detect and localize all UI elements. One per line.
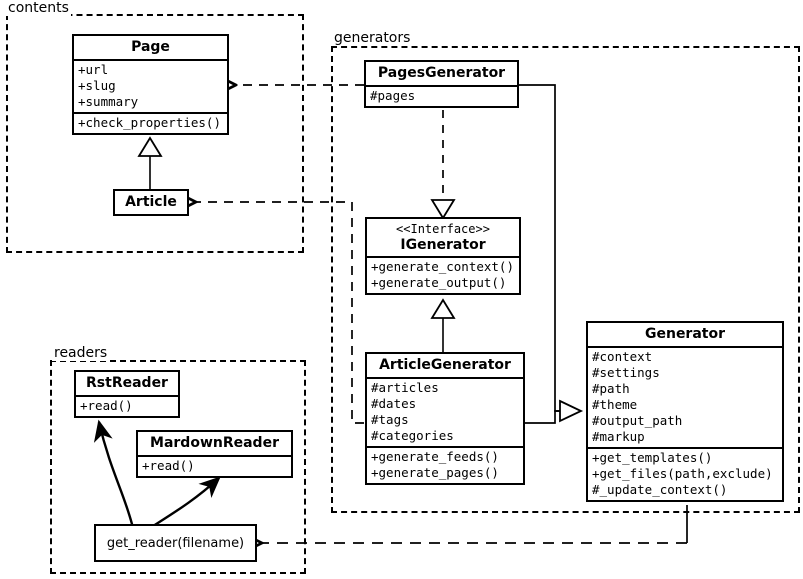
method-row: +read() bbox=[142, 458, 195, 473]
class-generator-methods: +get_templates() +get_files(path,exclude… bbox=[588, 447, 782, 500]
method-row: +generate_context() bbox=[371, 259, 514, 274]
class-mardown-reader[interactable]: MardownReader +read() bbox=[136, 430, 293, 478]
attribute-row: #tags bbox=[371, 412, 409, 427]
class-mardown-reader-name: MardownReader bbox=[150, 435, 279, 451]
class-article-generator[interactable]: ArticleGenerator #articles #dates #tags … bbox=[365, 352, 525, 485]
attribute-row: #theme bbox=[592, 397, 638, 412]
attribute-row: #pages bbox=[370, 88, 416, 103]
method-row: +generate_feeds() bbox=[371, 449, 499, 464]
function-get-reader-label: get_reader(filename) bbox=[106, 535, 245, 551]
class-pages-generator[interactable]: PagesGenerator #pages bbox=[364, 60, 519, 108]
class-pages-generator-name: PagesGenerator bbox=[377, 65, 506, 81]
class-article[interactable]: Article bbox=[113, 189, 189, 216]
class-page-attributes: +url +slug +summary bbox=[74, 59, 227, 112]
function-get-reader[interactable]: get_reader(filename) bbox=[94, 524, 257, 562]
attribute-row: #dates bbox=[371, 396, 417, 411]
class-pages-generator-attributes: #pages bbox=[366, 85, 517, 106]
method-row: +get_templates() bbox=[592, 450, 713, 465]
class-igenerator[interactable]: <<Interface>> IGenerator +generate_conte… bbox=[365, 217, 521, 295]
attribute-row: #articles bbox=[371, 380, 439, 395]
class-mardown-reader-methods: +read() bbox=[138, 455, 291, 476]
package-contents-label: contents bbox=[6, 0, 71, 16]
method-row: #_update_context() bbox=[592, 482, 728, 497]
class-page[interactable]: Page +url +slug +summary +check_properti… bbox=[72, 34, 229, 135]
class-igenerator-header: <<Interface>> IGenerator bbox=[367, 219, 519, 256]
package-generators-label: generators bbox=[332, 30, 413, 46]
package-contents bbox=[6, 14, 304, 253]
class-igenerator-name: IGenerator bbox=[400, 237, 486, 253]
attribute-row: +slug bbox=[78, 78, 116, 93]
attribute-row: #path bbox=[592, 381, 630, 396]
method-row: +get_files(path,exclude) bbox=[592, 466, 773, 481]
attribute-row: #categories bbox=[371, 428, 454, 443]
attribute-row: #context bbox=[592, 349, 653, 364]
attribute-row: #output_path bbox=[592, 413, 683, 428]
class-igenerator-stereotype: <<Interface>> bbox=[396, 222, 490, 236]
class-rst-reader-name: RstReader bbox=[86, 375, 168, 391]
attribute-row: +summary bbox=[78, 94, 139, 109]
attribute-row: #settings bbox=[592, 365, 660, 380]
class-article-generator-attributes: #articles #dates #tags #categories bbox=[367, 377, 523, 446]
method-row: +generate_output() bbox=[371, 275, 507, 290]
method-row: +generate_pages() bbox=[371, 465, 499, 480]
class-generator[interactable]: Generator #context #settings #path #them… bbox=[586, 321, 784, 502]
class-generator-name: Generator bbox=[644, 326, 725, 342]
class-article-name: Article bbox=[125, 194, 177, 210]
method-row: +read() bbox=[80, 398, 133, 413]
class-article-generator-name: ArticleGenerator bbox=[379, 357, 511, 373]
class-article-generator-methods: +generate_feeds() +generate_pages() bbox=[367, 446, 523, 483]
attribute-row: +url bbox=[78, 62, 109, 77]
class-rst-reader[interactable]: RstReader +read() bbox=[74, 370, 180, 418]
attribute-row: #markup bbox=[592, 429, 645, 444]
class-igenerator-methods: +generate_context() +generate_output() bbox=[367, 256, 519, 293]
class-page-name: Page bbox=[131, 39, 170, 55]
package-readers-label: readers bbox=[52, 345, 110, 361]
class-page-methods: +check_properties() bbox=[74, 112, 227, 133]
method-row: +check_properties() bbox=[78, 115, 221, 130]
class-rst-reader-methods: +read() bbox=[76, 395, 178, 416]
class-generator-attributes: #context #settings #path #theme #output_… bbox=[588, 346, 782, 447]
package-readers bbox=[50, 360, 306, 574]
